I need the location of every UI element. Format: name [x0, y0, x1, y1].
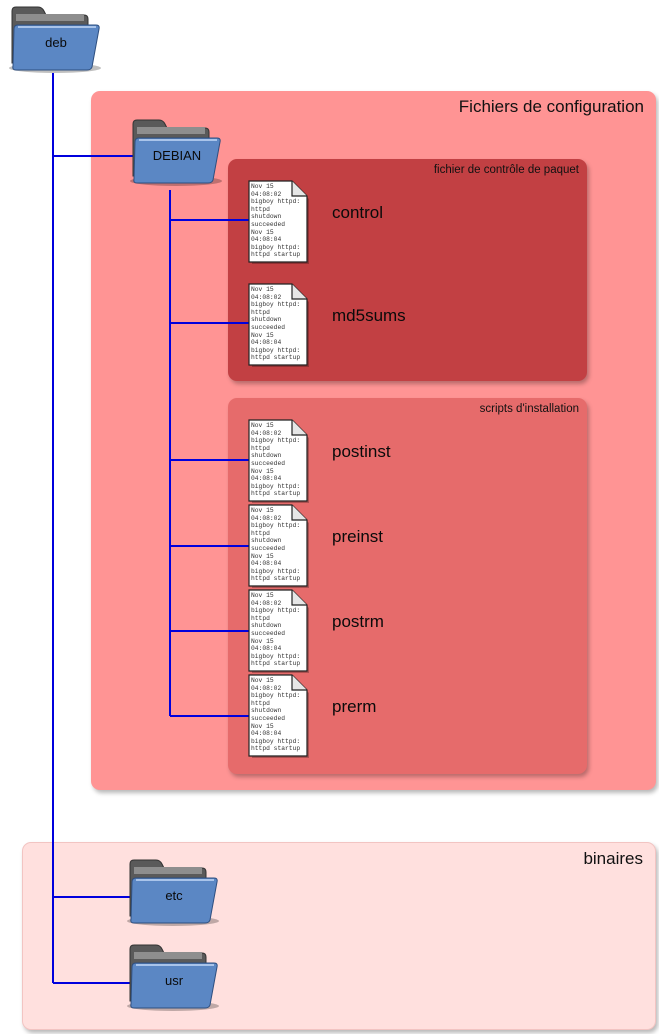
document-icon: [248, 283, 309, 367]
folder-icon: [127, 944, 219, 1011]
control-group-title: fichier de contrôle de paquet: [433, 164, 579, 176]
folder-icon: [9, 6, 101, 73]
folder-label: etc: [165, 888, 183, 903]
file-name-md5sums[interactable]: md5sums: [332, 306, 406, 325]
file-postinst[interactable]: Nov 15 04:08:02 bigboy httpd: httpd shut…: [248, 419, 310, 505]
binaries-group-title: binaires: [583, 849, 643, 868]
file-preview: Nov 15 04:08:02 bigboy httpd: httpd shut…: [251, 422, 301, 498]
file-prerm[interactable]: Nov 15 04:08:02 bigboy httpd: httpd shut…: [248, 674, 310, 760]
folder-icon: [130, 119, 222, 186]
folder-etc[interactable]: etc: [122, 858, 222, 928]
binaries-group: binaires: [22, 842, 656, 1030]
file-name-postrm[interactable]: postrm: [332, 612, 384, 631]
folder-icon: [127, 859, 219, 926]
file-preview: Nov 15 04:08:02 bigboy httpd: httpd shut…: [251, 507, 301, 583]
document-icon: [248, 674, 309, 758]
file-postrm[interactable]: Nov 15 04:08:02 bigboy httpd: httpd shut…: [248, 589, 310, 675]
folder-label: deb: [45, 35, 67, 50]
document-icon: [248, 180, 309, 264]
document-icon: [248, 589, 309, 673]
config-group-title: Fichiers de configuration: [458, 97, 644, 116]
document-icon: [248, 504, 309, 588]
folder-deb[interactable]: deb: [4, 5, 104, 75]
file-name-postinst[interactable]: postinst: [332, 442, 391, 461]
folder-debian[interactable]: DEBIAN: [125, 118, 225, 188]
file-md5sums[interactable]: Nov 15 04:08:02 bigboy httpd: httpd shut…: [248, 283, 310, 369]
file-preview: Nov 15 04:08:02 bigboy httpd: httpd shut…: [251, 183, 301, 259]
file-preview: Nov 15 04:08:02 bigboy httpd: httpd shut…: [251, 286, 301, 362]
file-preinst[interactable]: Nov 15 04:08:02 bigboy httpd: httpd shut…: [248, 504, 310, 590]
file-name-control[interactable]: control: [332, 203, 384, 222]
file-name-prerm[interactable]: prerm: [332, 697, 377, 716]
file-preview: Nov 15 04:08:02 bigboy httpd: httpd shut…: [251, 677, 301, 753]
scripts-group-title: scripts d'installation: [479, 403, 579, 415]
file-control[interactable]: Nov 15 04:08:02 bigboy httpd: httpd shut…: [248, 180, 310, 266]
folder-label: usr: [164, 973, 184, 988]
file-preview: Nov 15 04:08:02 bigboy httpd: httpd shut…: [251, 592, 301, 668]
file-name-preinst[interactable]: preinst: [332, 527, 384, 546]
document-icon: [248, 419, 309, 503]
folder-label: DEBIAN: [152, 148, 202, 163]
folder-usr[interactable]: usr: [122, 943, 222, 1013]
